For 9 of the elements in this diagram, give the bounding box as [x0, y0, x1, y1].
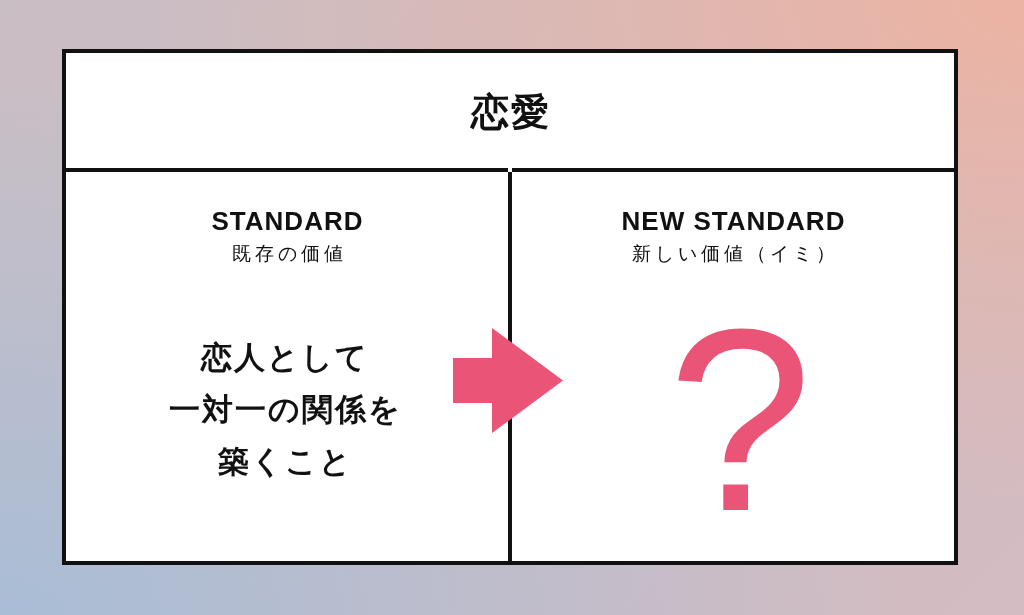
block-arrow — [453, 328, 563, 433]
comparison-table — [62, 49, 958, 565]
column-heading: NEW STANDARD — [620, 206, 846, 236]
column-subheading: 既存の価値 — [230, 242, 347, 266]
body-text: 恋人として一対一の関係を築くこと — [167, 339, 402, 481]
column-subheading: 新しい価値（イミ） — [630, 242, 839, 266]
table-heading: 恋愛 — [469, 90, 551, 135]
question-mark: ? — [667, 320, 813, 520]
column-heading: STANDARD — [210, 206, 364, 236]
